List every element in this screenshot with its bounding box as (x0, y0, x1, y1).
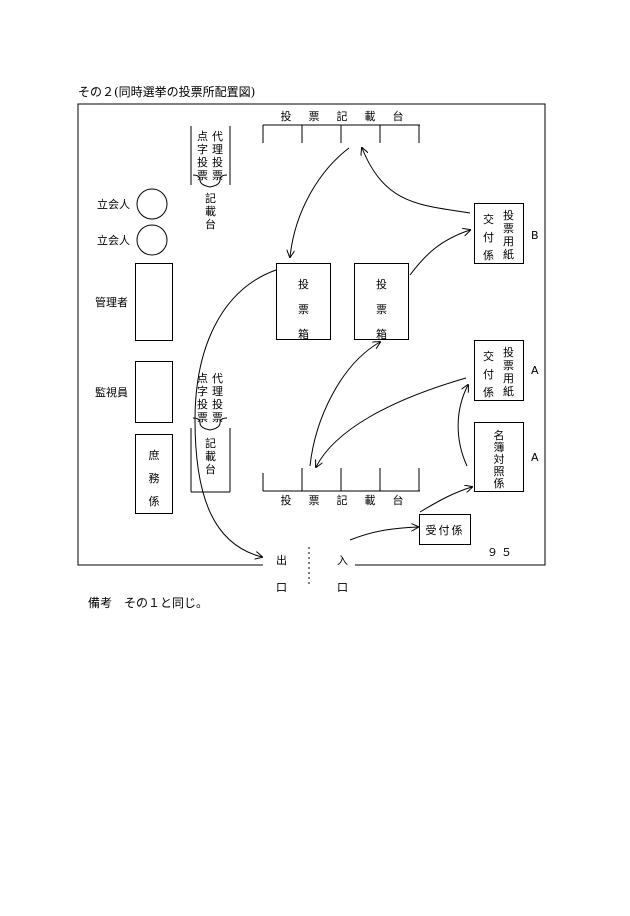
small-desk-lower (190, 417, 231, 493)
issuer-label-b: 交付係 (483, 213, 494, 262)
proxy-vote-label-lower: 代理投票 (212, 372, 223, 424)
small-desk-upper (190, 126, 231, 188)
braille-vote-label-upper: 点字投票 (197, 130, 208, 182)
arrow-kofu-a-to-booth-bottom (316, 377, 467, 467)
witness-circle-2 (136, 224, 168, 256)
ballot-box-2-label: 投票箱 (376, 278, 387, 341)
arrow-entrance-to-reception (349, 527, 418, 541)
exit-label: 出口 (276, 554, 287, 594)
remarks-note: 備考 その１と同じ。 (88, 596, 209, 610)
booth-bottom-lines (262, 468, 420, 492)
arrow-booth-top-to-box-1 (290, 147, 350, 257)
issuer-label-a: 交付係 (483, 350, 494, 399)
register-check-label: 名簿対照係 (493, 429, 505, 490)
mark-a-2: A (531, 451, 539, 464)
diagram-heading: その２(同時選挙の投票所配置図) (78, 85, 256, 99)
arrow-box-2-to-kofu-b (409, 230, 470, 276)
reception-desk: 受付係 (419, 514, 471, 545)
writing-desk-label-lower: 記載台 (205, 437, 216, 476)
entrance-label: 入口 (337, 554, 348, 594)
ballot-paper-label-a: 投票用紙 (503, 346, 514, 398)
booth-bottom-label: 投票記載台 (280, 494, 404, 507)
ballot-issue-desk-a: 交付係 投票用紙 (474, 340, 524, 401)
flow-arrows (194, 147, 472, 557)
ballot-box-2: 投票箱 (354, 263, 409, 341)
observer-label: 監視員 (95, 386, 128, 399)
general-affairs-label: 庶務係 (148, 449, 160, 508)
general-affairs-desk: 庶務係 (135, 434, 173, 514)
ballot-box-1: 投票箱 (276, 263, 331, 341)
braille-vote-label-lower: 点字投票 (197, 372, 208, 424)
observer-desk (135, 361, 173, 423)
room-walls (77, 103, 546, 566)
booth-top-lines (262, 124, 420, 143)
arrow-meibo-to-kofu-a (457, 385, 468, 467)
witness-label-2: 立会人 (97, 234, 130, 247)
mark-a-1: A (531, 364, 539, 377)
writing-desk-label-upper: 記載台 (205, 192, 216, 231)
arrow-box-1-to-exit (194, 269, 277, 557)
manager-desk (135, 263, 173, 341)
witness-circle-1 (136, 188, 168, 220)
ballot-issue-desk-b: 交付係 投票用紙 (474, 203, 524, 264)
ballot-paper-label-b: 投票用紙 (503, 209, 514, 261)
ballot-box-1-label: 投票箱 (298, 278, 309, 341)
mark-b: B (531, 229, 539, 242)
booth-top-label: 投票記載台 (280, 110, 404, 123)
register-check-desk: 名簿対照係 (474, 422, 524, 492)
proxy-vote-label-upper: 代理投票 (212, 130, 223, 182)
arrow-kofu-b-to-booth-top (362, 148, 471, 214)
arrow-reception-to-meibo (419, 487, 472, 513)
wall-left-and-bottom (77, 103, 546, 566)
manager-label: 管理者 (95, 296, 128, 309)
witness-label-1: 立会人 (97, 198, 130, 211)
page-number: ９５ (487, 546, 515, 559)
arrow-booth-bottom-to-box-2 (309, 342, 380, 467)
reception-label: 受付係 (425, 524, 465, 537)
